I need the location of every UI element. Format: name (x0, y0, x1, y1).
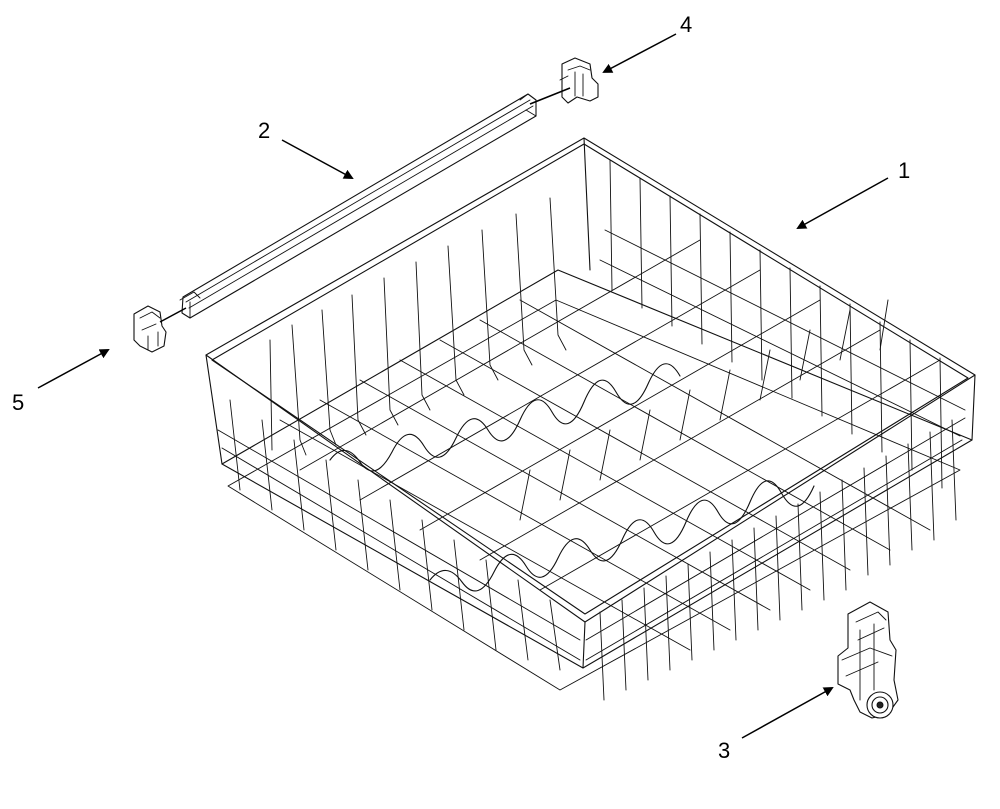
rack-adjuster-part (837, 601, 899, 719)
callout-4-label: 4 (680, 12, 692, 37)
callout-5-label: 5 (12, 390, 24, 415)
callout-3-leader (741, 687, 834, 739)
callout-1-label: 1 (898, 158, 910, 183)
callout-4-leader (602, 33, 677, 73)
callout-2-label: 2 (258, 118, 270, 143)
track-end-cap-part (133, 305, 187, 353)
callout-3-label: 3 (718, 738, 730, 763)
callout-5-leader (37, 349, 110, 389)
callout-1-leader (796, 177, 889, 229)
track-end-stop-part (529, 57, 599, 105)
upper-dishrack-part (205, 137, 976, 701)
rail-track-part (179, 93, 537, 319)
callout-2-leader (281, 139, 354, 179)
